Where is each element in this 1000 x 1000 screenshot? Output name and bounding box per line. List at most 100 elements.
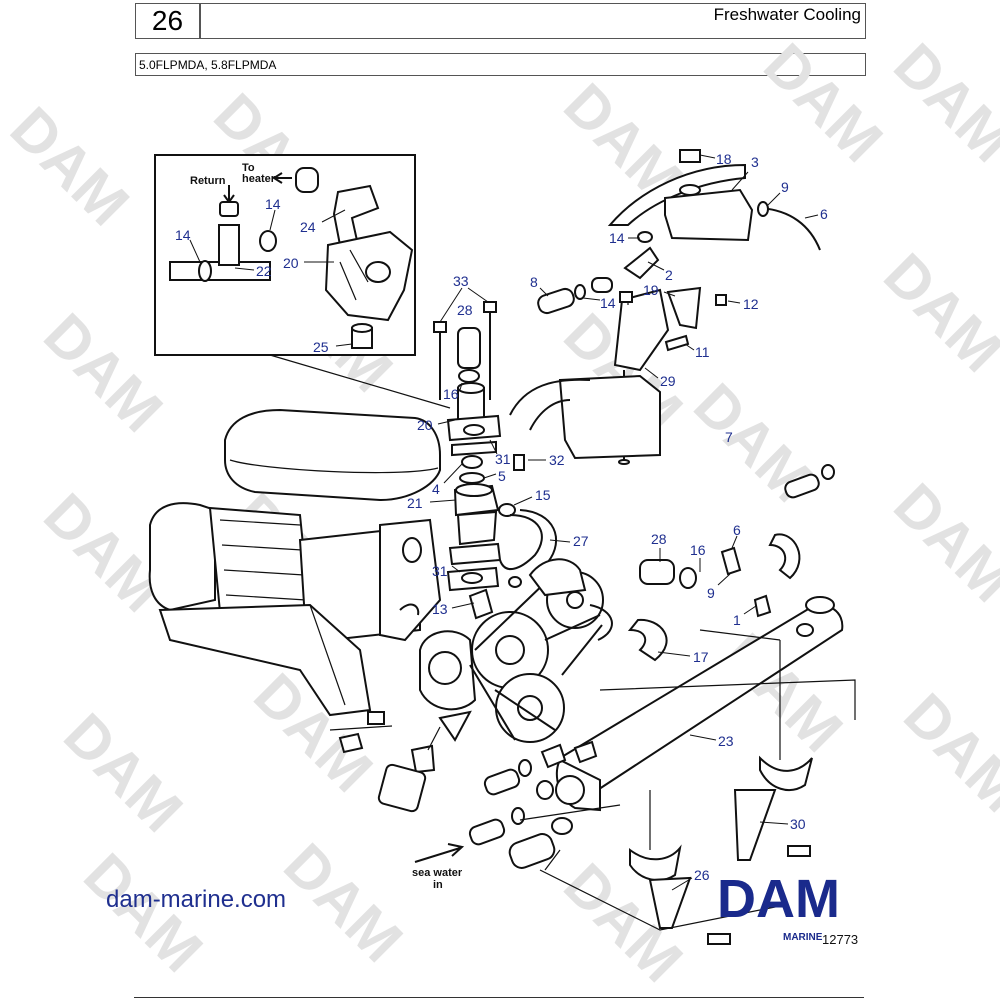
- guide-line: [649, 629, 781, 850]
- hose-piece: [457, 327, 481, 369]
- callout-6: 6: [820, 206, 828, 222]
- callout-4: 4: [432, 481, 440, 497]
- guide-line: [519, 679, 856, 821]
- guide-line: [427, 726, 441, 751]
- cover-edge: [229, 459, 439, 474]
- hose-clamp: [259, 230, 277, 252]
- hose-piece: [639, 559, 675, 585]
- drain-cock: [753, 594, 772, 618]
- gasket-hole: [461, 572, 483, 584]
- watermark: DAM: [871, 241, 1000, 385]
- watermark: DAM: [881, 31, 1000, 175]
- watermark: DAM: [881, 471, 1000, 615]
- leader-line: [717, 573, 731, 586]
- leader-line: [663, 291, 676, 297]
- housing-port: [365, 261, 391, 283]
- callout-21: 21: [407, 495, 423, 511]
- footer-rule: [134, 997, 864, 998]
- leader-line: [759, 821, 789, 825]
- heater-arrow: [272, 172, 292, 184]
- callout-28: 28: [651, 531, 667, 547]
- sea-water-arrow: [414, 843, 465, 863]
- website-link[interactable]: dam-marine.com: [106, 886, 287, 913]
- leader-line: [459, 382, 463, 391]
- model-codes: 5.0FLPMDA, 5.8FLPMDA: [135, 53, 866, 76]
- seawater-pump-group: [377, 558, 613, 813]
- leader-line: [269, 209, 276, 231]
- tee-branch: [218, 224, 240, 266]
- callout-33: 33: [453, 273, 469, 289]
- logo-text: DAM: [717, 869, 840, 929]
- thermostat: [461, 455, 483, 469]
- expansion-tank: [664, 188, 754, 242]
- sea-water-label: in: [433, 879, 443, 891]
- tank-elbow: [623, 246, 660, 280]
- leader-line: [439, 287, 463, 323]
- riser-pipe: [529, 399, 571, 431]
- leader-line: [451, 565, 461, 573]
- callout-12: 12: [743, 296, 759, 312]
- callout-20: 20: [283, 255, 299, 271]
- callout-28: 28: [457, 302, 473, 318]
- sea-water-label: sea water: [412, 867, 463, 879]
- hose-nipple: [591, 277, 613, 293]
- bypass-hose: [499, 514, 543, 570]
- end-cap-face: [555, 775, 585, 805]
- pulley-hub: [566, 591, 584, 609]
- callout-3: 3: [751, 154, 759, 170]
- callout-9: 9: [707, 585, 715, 601]
- bolt-head: [433, 321, 447, 333]
- callout-25: 25: [313, 339, 329, 355]
- circulation-pump: [528, 558, 587, 597]
- callout-31: 31: [432, 563, 448, 579]
- gasket-hole: [463, 424, 485, 436]
- elbow-top: [457, 382, 485, 394]
- leader-line: [443, 463, 463, 484]
- leader-line: [699, 154, 716, 159]
- callout-17: 17: [693, 649, 709, 665]
- hose-piece: [468, 818, 506, 846]
- hose-clamp: [198, 260, 212, 282]
- callout-15: 15: [535, 487, 551, 503]
- bypass-hose: [519, 509, 558, 563]
- figure-number: 12773: [822, 932, 858, 947]
- bolt-head: [619, 291, 633, 303]
- callout-14: 14: [265, 196, 281, 212]
- housing-top: [455, 483, 493, 497]
- callout-1: 1: [733, 612, 741, 628]
- callout-24: 24: [300, 219, 316, 235]
- watermark: DAM: [891, 681, 1000, 825]
- hose-clamp: [757, 201, 769, 217]
- hose-clamp: [518, 759, 532, 777]
- leader-line: [437, 419, 456, 425]
- leader-line: [549, 539, 571, 543]
- callout-9: 9: [781, 179, 789, 195]
- callout-layer: 18 3 9 6 14 2 8 14 19 12 11 29 7 33 28 1…: [407, 151, 828, 891]
- tank-bracket-strap: [607, 163, 746, 226]
- bolt: [664, 334, 690, 352]
- engine-block: [148, 408, 442, 754]
- plug-top: [351, 323, 373, 333]
- hose-clamp: [219, 201, 239, 217]
- leader-line: [731, 535, 738, 549]
- watermark: DAM: [271, 831, 415, 975]
- hose-piece: [508, 833, 556, 869]
- watermark: DAM: [0, 94, 142, 238]
- gasket: [448, 542, 502, 566]
- callout-2: 2: [665, 267, 673, 283]
- o-ring: [459, 472, 485, 484]
- callout-13: 13: [432, 601, 448, 617]
- heater-elbow: [332, 184, 380, 246]
- callout-20: 20: [417, 417, 433, 433]
- housing-detail: [339, 249, 369, 301]
- pressure-cap: [679, 149, 701, 163]
- hose-piece: [784, 473, 820, 499]
- drain-hook: [399, 603, 420, 616]
- callout-23: 23: [718, 733, 734, 749]
- manifold-base: [158, 603, 372, 717]
- callout-18: 18: [716, 151, 732, 167]
- exchanger-port: [796, 623, 814, 637]
- pump-outlet-hose: [589, 604, 613, 641]
- riser-housing: [558, 374, 661, 460]
